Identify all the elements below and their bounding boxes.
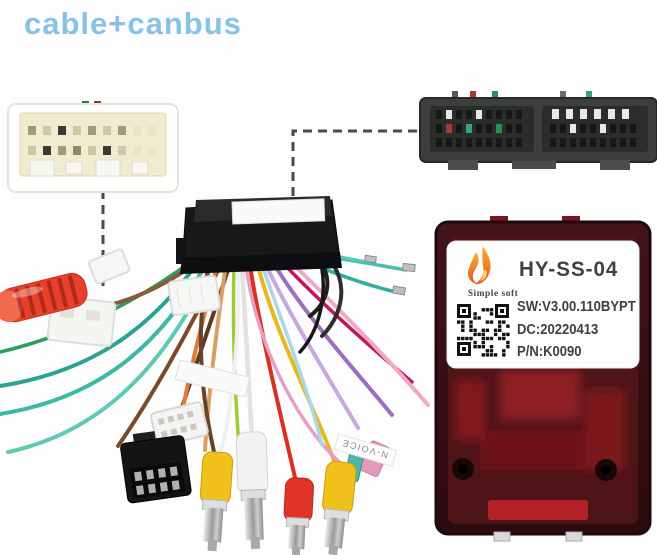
black-connector-wire-stubs bbox=[452, 91, 592, 100]
box-internal-pcb bbox=[455, 370, 625, 470]
black-vehicle-connector bbox=[419, 91, 657, 170]
black-connector-pins bbox=[436, 109, 636, 147]
white-connector-notches bbox=[29, 159, 149, 177]
box-bottom-clip bbox=[493, 531, 511, 542]
qr-code bbox=[455, 302, 513, 360]
rca-plug-white bbox=[235, 431, 269, 550]
box-bottom-clip bbox=[565, 531, 583, 542]
crimp-terminals bbox=[364, 254, 416, 296]
white-connector-pins bbox=[28, 126, 156, 155]
black-power-connector bbox=[120, 431, 192, 504]
white-vehicle-connector bbox=[7, 101, 179, 193]
box-partnumber-text: P/N:K0090 bbox=[517, 344, 582, 360]
dashed-line-right bbox=[291, 129, 424, 196]
page-title: cable+canbus bbox=[24, 6, 242, 41]
box-model-text: HY-SS-04 bbox=[519, 258, 619, 281]
white-tape-flag bbox=[174, 359, 251, 398]
rca-plug-red bbox=[283, 477, 314, 555]
box-software-text: SW:V3.00.110BYPT bbox=[517, 299, 636, 315]
harness-head-label bbox=[231, 198, 326, 225]
rca-plug-yellow-1 bbox=[199, 451, 234, 552]
white-connector-small-a bbox=[87, 248, 131, 285]
white-connector-small-b bbox=[167, 274, 221, 317]
rca-plug-yellow-2 bbox=[322, 460, 357, 555]
black-connector-feet bbox=[448, 160, 630, 170]
qr-code-modules bbox=[457, 308, 510, 357]
flame-icon bbox=[468, 246, 491, 285]
box-bottom-window bbox=[488, 500, 588, 520]
box-datecode-text: DC:20220413 bbox=[517, 322, 599, 338]
qr-finder-patterns bbox=[457, 304, 509, 356]
harness-head-connector bbox=[176, 196, 342, 274]
box-brand-text: Simple soft bbox=[467, 289, 519, 299]
red-antenna-plug bbox=[0, 272, 88, 323]
canbus-box bbox=[434, 216, 652, 542]
